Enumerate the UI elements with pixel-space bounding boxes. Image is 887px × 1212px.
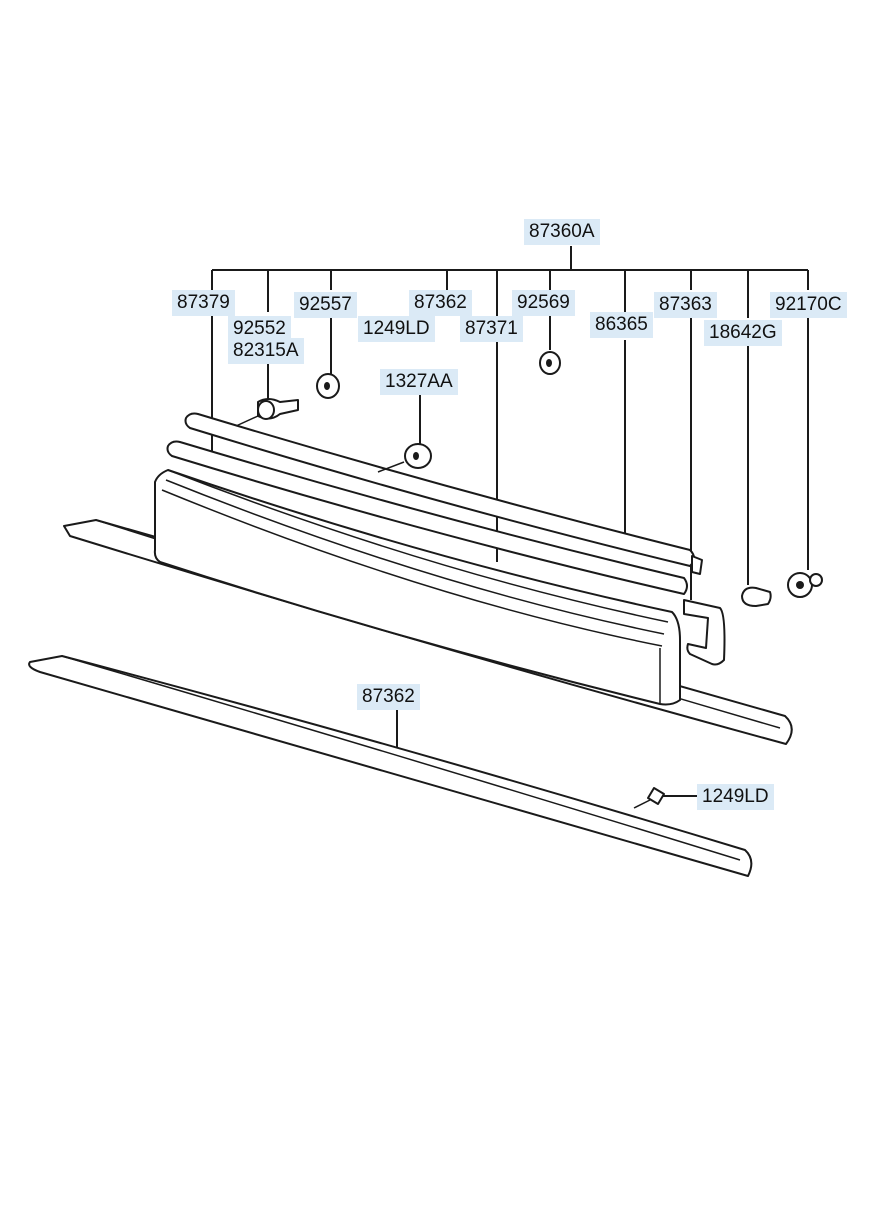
label-molding-upper[interactable]: 87379 <box>172 290 235 316</box>
label-socket-b[interactable]: 92170C <box>770 292 847 318</box>
label-bulb-b[interactable]: 18642G <box>704 320 782 346</box>
label-screw-top[interactable]: 1249LD <box>358 316 435 342</box>
lower-molding <box>28 655 753 877</box>
label-molding-lower[interactable]: 87362 <box>357 684 420 710</box>
label-nut[interactable]: 1327AA <box>380 369 458 395</box>
label-assembly[interactable]: 87360A <box>524 219 600 245</box>
socket-a-icon <box>235 398 299 427</box>
label-screw-lower[interactable]: 1249LD <box>697 784 774 810</box>
assembly-bracket <box>211 246 809 318</box>
bulb-b-icon <box>741 586 772 607</box>
label-grommet-b[interactable]: 92569 <box>512 290 575 316</box>
end-bracket <box>683 599 726 666</box>
strip-upper <box>166 440 688 595</box>
label-bulb-a[interactable]: 92552 <box>228 316 291 342</box>
grommet-a-icon <box>316 373 340 399</box>
label-grommet-a[interactable]: 92557 <box>294 292 357 318</box>
label-emblem[interactable]: 86365 <box>590 312 653 338</box>
screw-icon <box>633 787 665 809</box>
grille-body <box>153 469 681 706</box>
label-strip-right[interactable]: 87363 <box>654 292 717 318</box>
label-socket-a[interactable]: 82315A <box>228 338 304 364</box>
socket-b-icon <box>787 572 823 598</box>
grommet-b-icon <box>539 351 561 375</box>
label-strip-mid[interactable]: 87371 <box>460 316 523 342</box>
label-strip-top[interactable]: 87362 <box>409 290 472 316</box>
nut-icon <box>377 443 432 473</box>
